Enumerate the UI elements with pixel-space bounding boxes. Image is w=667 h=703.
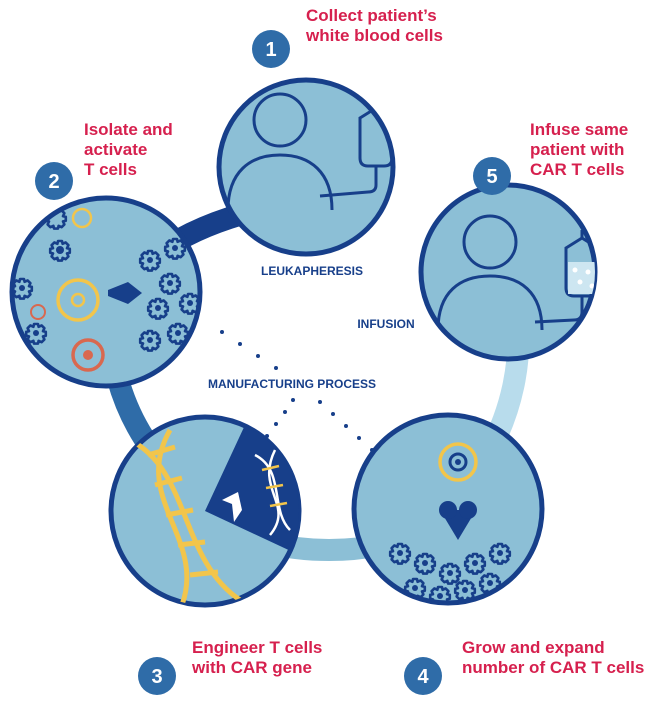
step-4-badge: 4 xyxy=(404,657,442,695)
infusion-label: INFUSION xyxy=(357,317,414,331)
leukapheresis-label: LEUKAPHERESIS xyxy=(261,264,363,278)
step-5-number: 5 xyxy=(486,166,497,188)
step-2-number: 2 xyxy=(48,171,59,193)
step-1-title: Collect patient’s white blood cells xyxy=(306,6,443,46)
step-1-badge: 1 xyxy=(252,30,290,68)
step-3-title: Engineer T cells with CAR gene xyxy=(192,638,322,678)
step-4-number: 4 xyxy=(417,666,429,688)
step-2-title: Isolate and activate T cells xyxy=(84,120,173,180)
step-4-title: Grow and expand number of CAR T cells xyxy=(462,638,644,678)
step-2-circle xyxy=(12,198,200,386)
step-3-number: 3 xyxy=(151,666,162,688)
step-1-circle xyxy=(219,80,393,254)
manufacturing-label: MANUFACTURING PROCESS xyxy=(208,377,376,391)
step-5-circle xyxy=(421,185,598,359)
step-3-circle xyxy=(111,417,310,610)
step-2-badge: 2 xyxy=(35,162,73,200)
step-3-badge: 3 xyxy=(138,657,176,695)
step-1-number: 1 xyxy=(265,39,276,61)
step-5-badge: 5 xyxy=(473,157,511,195)
step-5-title: Infuse same patient with CAR T cells xyxy=(530,120,628,180)
step-4-circle xyxy=(354,415,542,607)
